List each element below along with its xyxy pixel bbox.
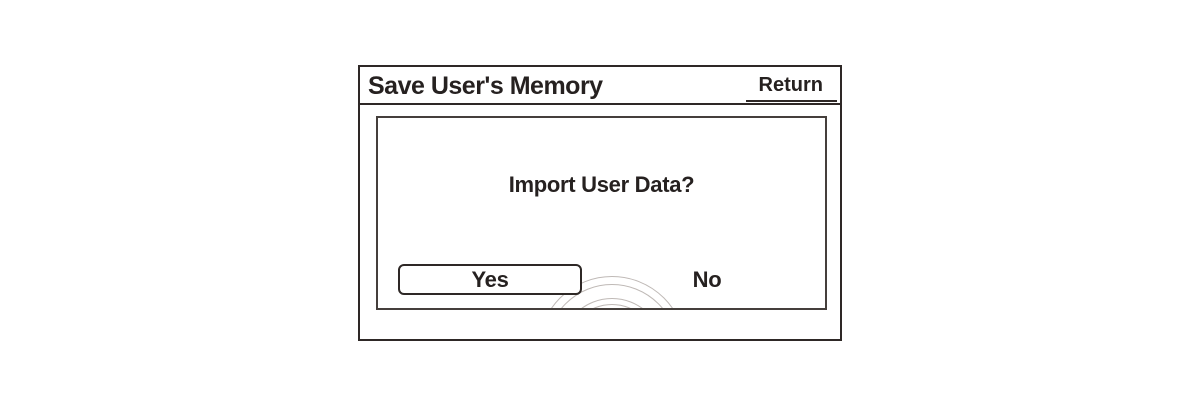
return-button[interactable]: Return [745,75,837,102]
yes-button[interactable]: Yes [398,264,582,295]
confirmation-question: Import User Data? [508,172,695,197]
save-users-memory-dialog: Save User's Memory Return Import User Da… [358,65,842,341]
dialog-titlebar: Save User's Memory Return [360,67,840,105]
message-panel: Import User Data? Yes No [376,116,827,310]
dialog-title: Save User's Memory [368,72,603,100]
no-button[interactable]: No [692,267,722,292]
